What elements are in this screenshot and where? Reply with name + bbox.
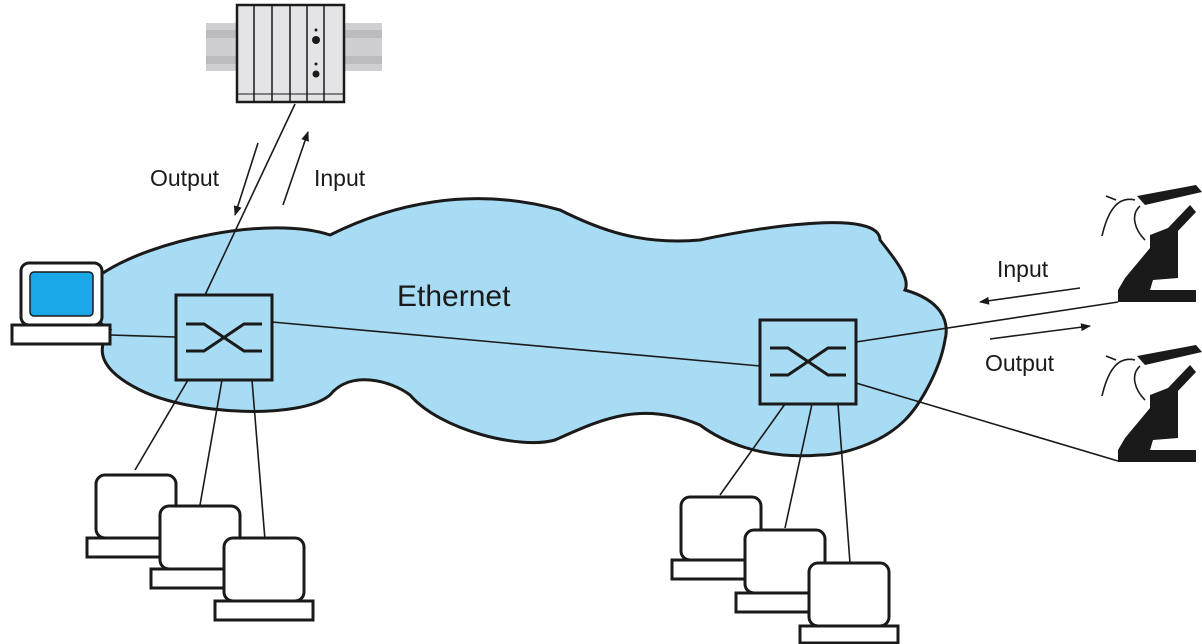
backbone-link <box>271 321 761 367</box>
ethernet-label: Ethernet <box>397 280 511 313</box>
plc-input-label: Input <box>314 165 366 191</box>
switch-crossover-icon <box>770 346 846 377</box>
laptop-link <box>109 334 177 338</box>
pc-r3-link <box>837 403 851 564</box>
plc-output-arrow <box>233 142 259 216</box>
switch-left <box>174 293 274 382</box>
robot-input-label: Input <box>997 256 1049 282</box>
robot-input-arrow <box>979 287 1081 305</box>
plc-link <box>204 103 296 296</box>
pc-l1-link <box>134 379 189 471</box>
switch-right <box>758 318 858 406</box>
ethernet-cloud <box>89 197 948 458</box>
robot-arm-icon <box>1101 185 1202 302</box>
plc-output-label: Output <box>150 165 220 191</box>
pc-l3-link <box>251 379 266 541</box>
robot-2-link <box>855 382 1119 462</box>
computer-icon <box>798 561 900 644</box>
pc-r1-link <box>719 403 786 496</box>
robot-output-label: Output <box>985 350 1055 376</box>
computer-icon <box>213 536 315 622</box>
plc-input-arrow <box>282 131 309 206</box>
robot-1-link <box>855 301 1119 343</box>
pc-r2-link <box>784 403 813 529</box>
laptop-icon <box>10 261 112 346</box>
pc-l2-link <box>199 379 223 506</box>
robot-arm-icon <box>1101 345 1202 462</box>
switch-crossover-icon <box>186 322 262 353</box>
plc-icon <box>206 3 382 104</box>
robot-output-arrow <box>989 323 1091 340</box>
